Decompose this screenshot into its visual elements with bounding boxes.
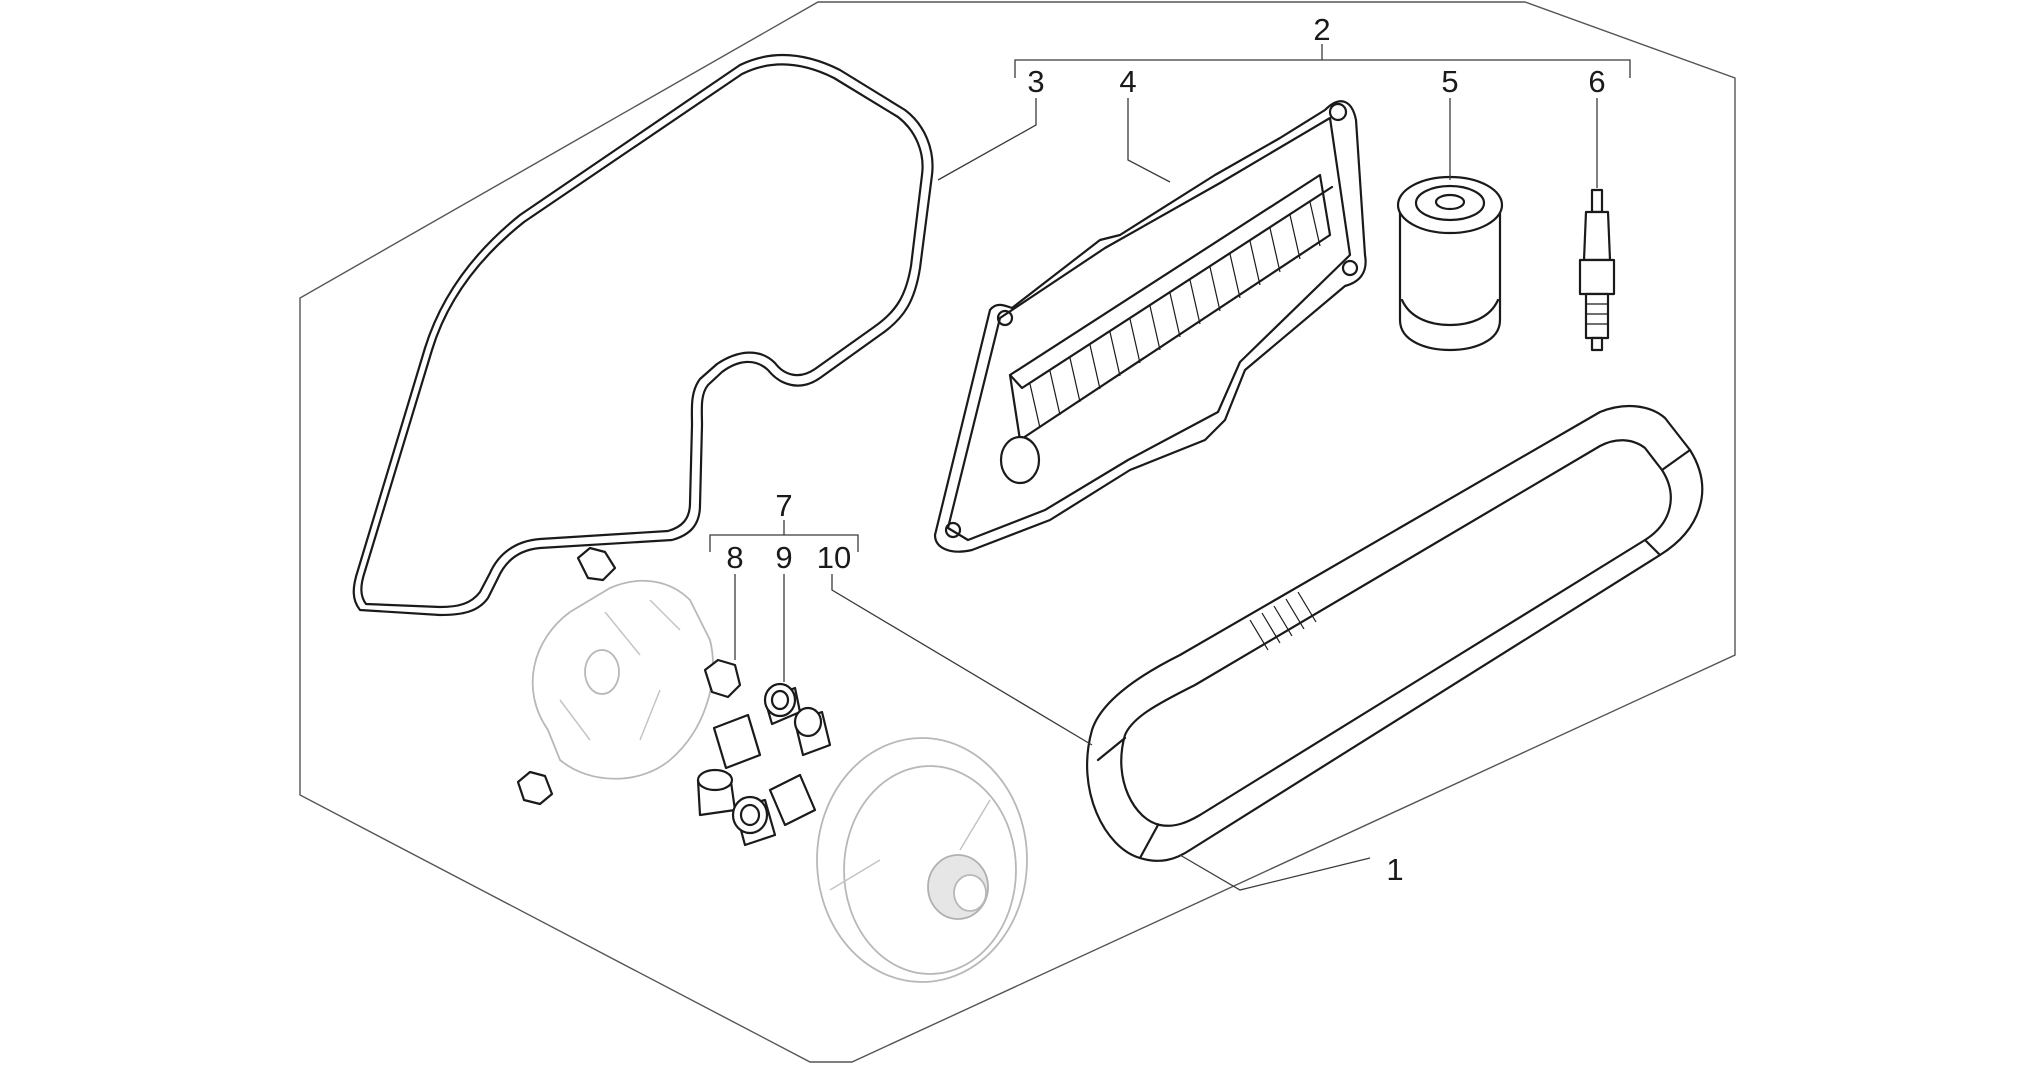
pulley-spoke-lines — [829, 799, 991, 891]
slider-clip-1 — [576, 546, 617, 582]
spark-plug-thread — [1584, 292, 1610, 340]
leader-10 — [831, 574, 1093, 746]
part-gasket — [352, 54, 934, 617]
spark-plug-hex — [1578, 258, 1616, 296]
oil-filter-top-ring — [1414, 184, 1486, 222]
air-filter-mount-hole-1 — [1328, 102, 1348, 122]
roller-5 — [731, 795, 777, 847]
air-filter-mount-hole-4 — [1341, 259, 1359, 277]
callout-labels: 1 2 3 4 5 6 7 8 9 10 — [726, 12, 1605, 887]
air-filter-element-top — [1008, 185, 1334, 390]
pulley-hub-inner — [953, 874, 987, 912]
spark-plug-electrode — [1590, 336, 1604, 352]
leader-1 — [1179, 854, 1371, 891]
callout-2: 2 — [1313, 12, 1330, 47]
variator-plate — [531, 579, 714, 780]
callout-6: 6 — [1588, 64, 1605, 99]
air-filter-mount-hole-3 — [944, 521, 962, 539]
callout-10: 10 — [817, 540, 851, 575]
callout-9: 9 — [775, 540, 792, 575]
gasket-outline-outer — [352, 54, 934, 617]
spark-plug-tip — [1590, 188, 1604, 214]
callout-1: 1 — [1386, 852, 1403, 887]
callout-3: 3 — [1027, 64, 1044, 99]
belt-face-line — [1096, 448, 1692, 860]
roller-1 — [763, 682, 802, 726]
belt-teeth-marks — [1249, 591, 1317, 651]
part-variator-group — [531, 579, 714, 780]
oil-filter-base-ring — [1400, 298, 1500, 327]
belt-inner-edge — [1120, 439, 1672, 827]
pulley-face — [843, 765, 1017, 975]
leader-4 — [1127, 98, 1171, 183]
belt-outer-edge — [1086, 405, 1704, 862]
callout-7: 7 — [775, 488, 792, 523]
part-air-filter — [933, 100, 1367, 553]
callout-5: 5 — [1441, 64, 1458, 99]
roller-3 — [712, 713, 762, 770]
leader-lines — [709, 44, 1631, 891]
callout-4: 4 — [1119, 64, 1136, 99]
part-oil-filter — [1396, 175, 1504, 352]
variator-ramps — [559, 599, 681, 741]
bracket-7 — [709, 520, 859, 552]
part-drive-belt — [1086, 405, 1704, 862]
part-driven-pulley — [816, 737, 1028, 983]
kit-boundary-frame — [299, 1, 1736, 1063]
variator-center-hub — [584, 649, 620, 695]
callout-8: 8 — [726, 540, 743, 575]
part-slider-clips — [516, 546, 742, 806]
roller-4 — [696, 768, 737, 817]
slider-clip-2 — [516, 770, 554, 806]
air-filter-mount-hole-2 — [996, 309, 1014, 327]
bracket-2 — [1014, 44, 1631, 78]
roller-2 — [793, 706, 832, 757]
oil-filter-thread — [1434, 193, 1466, 211]
slider-clip-3 — [703, 658, 742, 699]
part-spark-plug — [1578, 188, 1616, 352]
air-filter-cover-inner — [946, 116, 1352, 542]
leader-3 — [937, 98, 1037, 181]
part-variator-rollers — [696, 682, 832, 847]
gasket-outline-inner — [360, 63, 924, 609]
oil-filter-body — [1398, 203, 1502, 352]
roller-6 — [768, 773, 817, 827]
air-filter-inlet — [999, 435, 1041, 485]
air-filter-pleats — [1029, 201, 1321, 429]
spark-plug-insulator — [1582, 210, 1612, 262]
